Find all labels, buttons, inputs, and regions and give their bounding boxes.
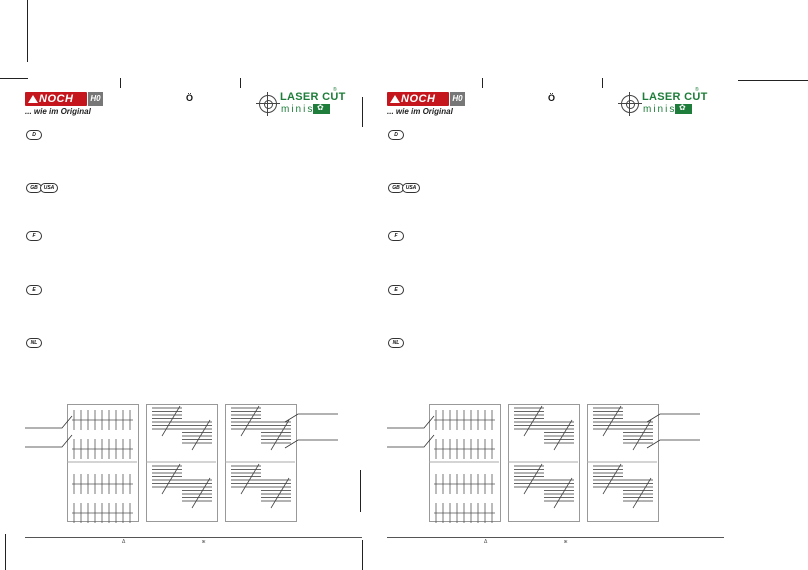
cut-strip [161,405,181,437]
lang-badge-d: D [388,130,404,140]
crop-mark [120,78,121,88]
product-sub: minis [281,104,315,115]
cut-strip [270,419,290,451]
title-char: Ö [548,93,556,103]
footer-mark: Δ [484,539,488,545]
leader-line [284,413,338,423]
leaf-icon [675,103,692,114]
cut-strip [602,405,622,437]
leaf-icon [313,103,330,114]
lang-badge-e: E [26,285,42,295]
footer-mark: Δ [122,539,126,545]
leader-line [25,415,73,429]
lang-badge-usa: USA [40,183,58,193]
part-sheet [429,404,501,522]
product-line: LASER CUT [280,91,346,103]
footer-rule [387,537,724,538]
tagline: ... wie im Original [25,107,91,116]
product-line: LASER CUT [642,91,708,103]
part-sheet [508,404,580,522]
crosshair-target-icon [256,92,280,116]
cut-strip [632,419,652,451]
crop-mark [5,534,6,570]
product-sub: minis [643,104,677,115]
scale-badge: H0 [450,92,465,106]
part-sheet [225,404,297,522]
lang-badge-f: F [388,231,404,241]
lang-badge-e: E [388,285,404,295]
footer-rule [25,537,362,538]
crop-mark [362,97,363,127]
scale-badge: H0 [88,92,103,106]
cut-strip [523,405,543,437]
leader-line [25,434,73,448]
crop-mark [240,78,241,88]
crop-mark [360,470,361,512]
footer-mark: ж [202,539,206,545]
instruction-page-left: NOCH H0 ... wie im Original Ö LASER CUT … [0,0,404,570]
lang-badge-usa: USA [402,183,420,193]
cut-strip [161,463,181,495]
leader-line [387,415,435,429]
lang-badge-nl: NL [388,338,404,348]
leader-line [284,439,338,449]
parts-drawing [387,405,700,523]
lang-badge-nl: NL [26,338,42,348]
registered-mark: ® [695,87,699,93]
registered-mark: ® [333,87,337,93]
cut-strip [191,419,211,451]
cut-strip [632,477,652,509]
crosshair-target-icon [618,92,642,116]
cut-strip [553,477,573,509]
noch-logo-icon: NOCH [387,92,449,106]
crop-mark [27,0,28,62]
crop-mark [0,78,28,79]
instruction-page-right: NOCH H0 ... wie im Original Ö LASER CUT … [362,0,766,570]
leader-line [387,434,435,448]
lang-badge-d: D [26,130,42,140]
leader-line [646,413,700,423]
footer-mark: ж [564,539,568,545]
title-char: Ö [186,93,194,103]
cut-strip [240,405,260,437]
parts-drawing [25,405,338,523]
lang-badge-f: F [26,231,42,241]
part-sheet [67,404,139,522]
part-sheet [587,404,659,522]
part-sheet [146,404,218,522]
crop-mark [602,78,603,88]
cut-strip [270,477,290,509]
noch-logo-icon: NOCH [25,92,87,106]
cut-strip [191,477,211,509]
cut-strip [553,419,573,451]
cut-strip [602,463,622,495]
crop-mark [738,80,808,81]
cut-strip [240,463,260,495]
tagline: ... wie im Original [387,107,453,116]
crop-mark [482,78,483,88]
leader-line [646,439,700,449]
crop-mark [362,540,363,570]
cut-strip [523,463,543,495]
